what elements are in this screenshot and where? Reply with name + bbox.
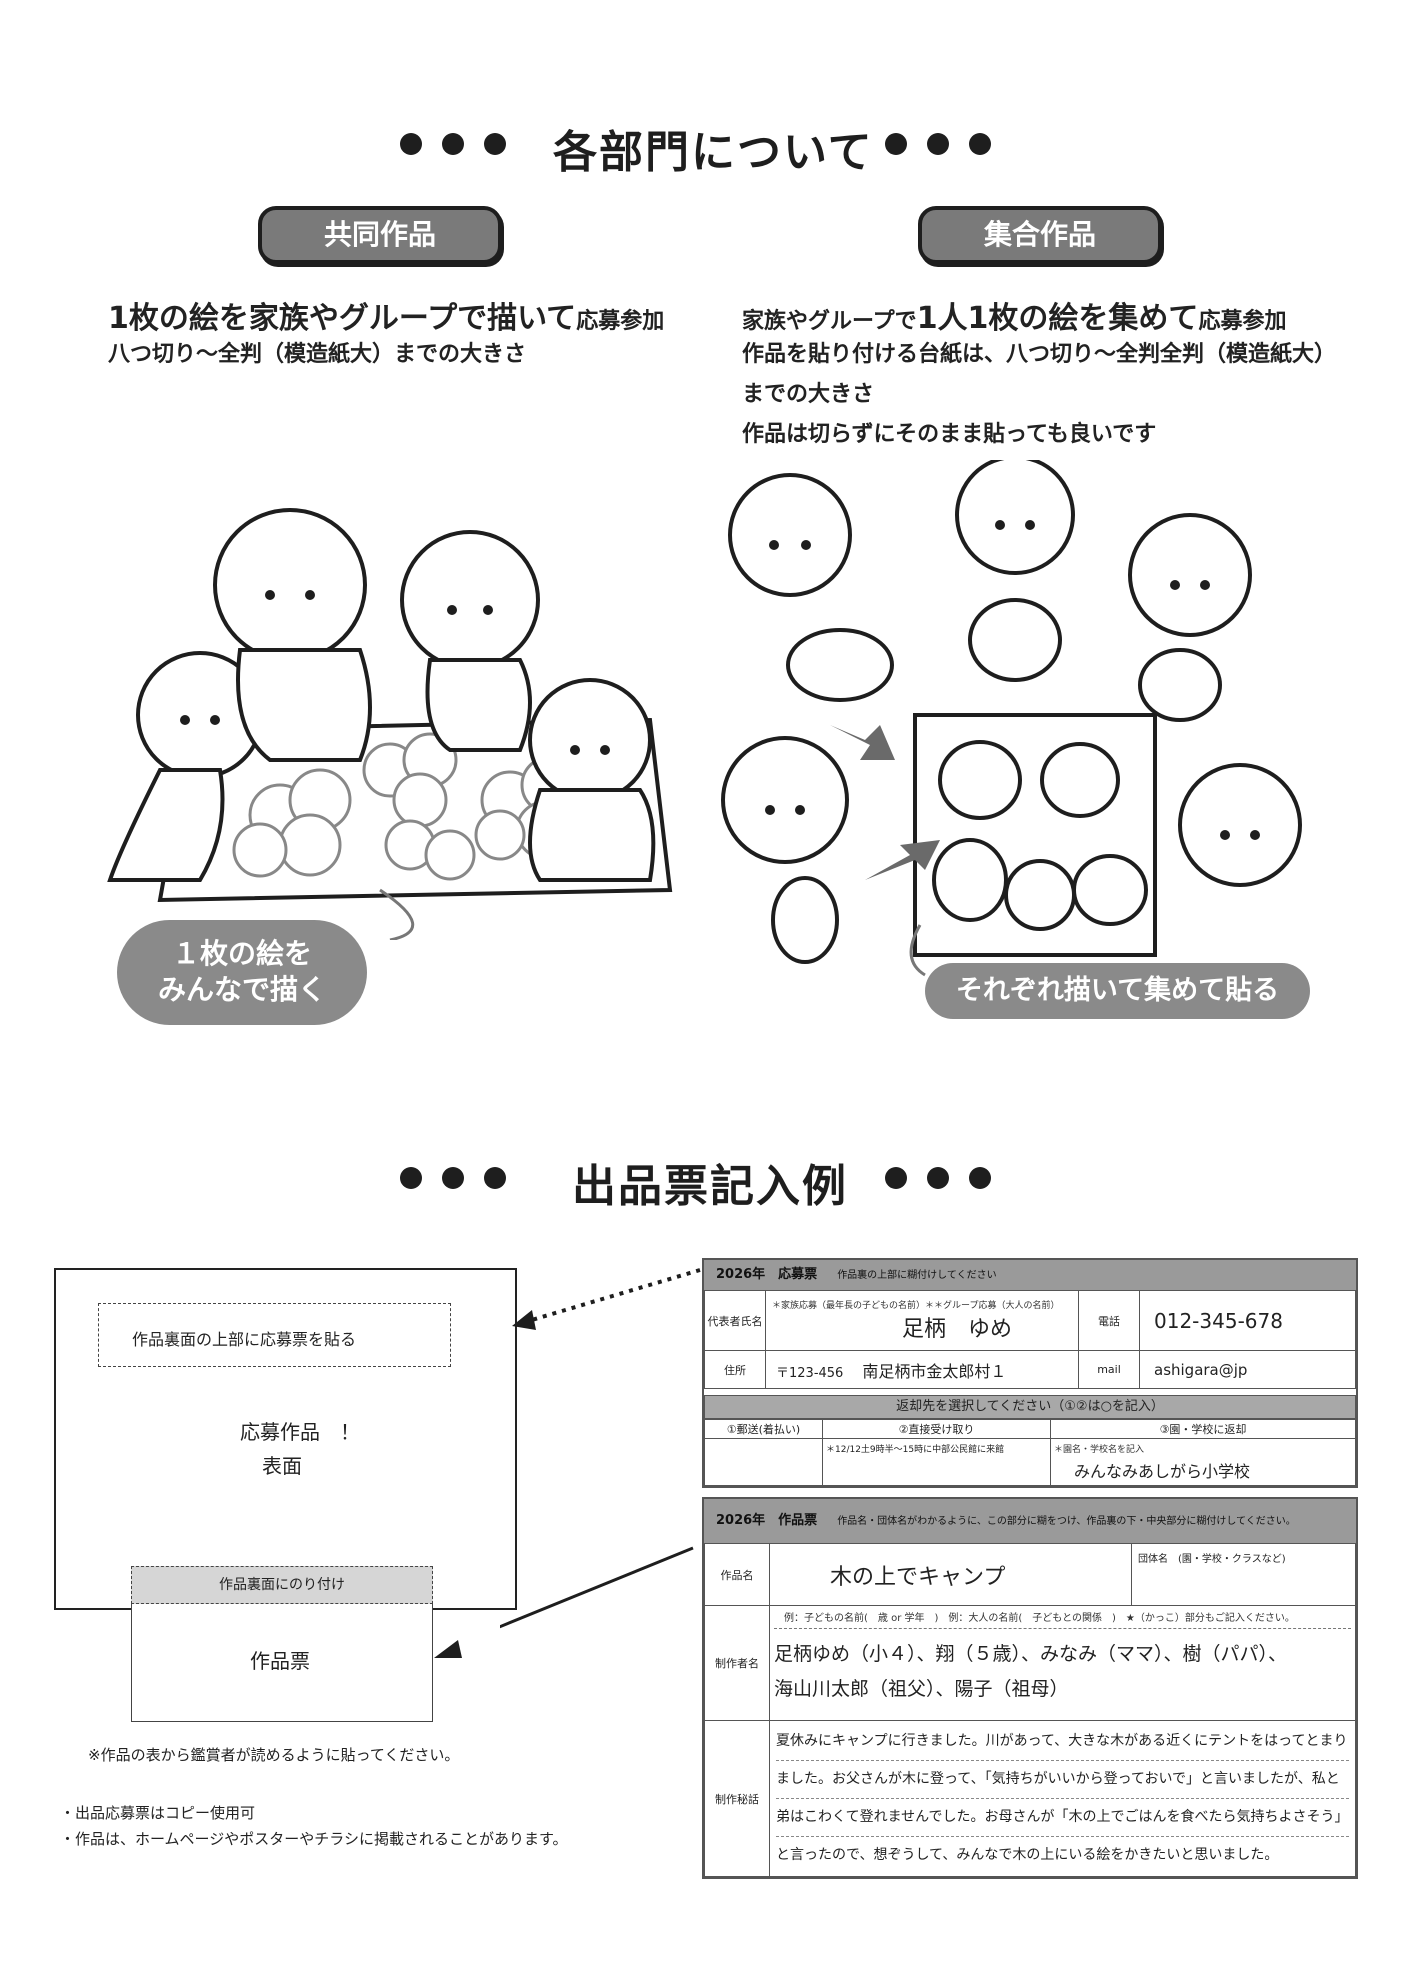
rep-name: 足柄 ゆめ <box>902 1317 1013 1342</box>
creators-line1: 足柄ゆめ（小４）、翔（５歳）、みなみ（ママ）、樹（パパ）、 <box>774 1643 1288 1665</box>
collective-lead: 家族やグループで1人1枚の絵を集めて応募参加 <box>742 293 1286 337</box>
title-dots-left-2 <box>390 1167 516 1193</box>
story-line: と言ったので、想ぞうして、みんなで木の上にいる絵をかきたいと思いました。 <box>776 1847 1279 1863</box>
ticket-label: 作品票 <box>250 1649 310 1673</box>
section-title-entry-example: 出品票記入例 <box>572 1161 848 1212</box>
mail-value: ashigara@jp <box>1139 1350 1356 1389</box>
diagram-arrows <box>500 1268 701 1629</box>
collective-lead-main: 1人1枚の絵を集めて <box>916 301 1199 336</box>
return-opt1-cell <box>704 1438 823 1486</box>
joint-caption-line1: １枚の絵を <box>171 937 312 970</box>
collective-lead-pre: 家族やグループで <box>742 309 917 334</box>
title-dots-right-2 <box>875 1167 1001 1193</box>
entry-form-table: 代表者氏名 ＊家族応募（最年長の子どもの名前）＊＊グループ応募（大人の名前） 足… <box>704 1290 1356 1389</box>
collective-illustration <box>721 460 1302 977</box>
return-opt2-note: ＊12/12土9時半〜15時に中部公民館に来館 <box>822 1438 1051 1486</box>
school-name: みんなみあしがら小学校 <box>1074 1462 1251 1481</box>
work-form-header-note: 作品名・団体名がわかるように、この部分に糊をつけ、作品裏の下・中央部分に糊付けし… <box>837 1516 1296 1527</box>
address-cell: 〒123-456 南足柄市金太郎村１ <box>765 1350 1079 1389</box>
group-label: 団体名 (園・学校・クラスなど) <box>1131 1543 1356 1606</box>
story-line: 夏休みにキャンプに行きました。川があって、大きな木がある近くにテントをはってとま… <box>776 1723 1349 1761</box>
title-dots-left <box>390 133 516 159</box>
story-cell: 夏休みにキャンプに行きました。川があって、大きな木がある近くにテントをはってとま… <box>769 1720 1356 1877</box>
collective-work-badge: 集合作品 <box>918 206 1162 264</box>
joint-work-badge: 共同作品 <box>258 206 502 264</box>
work-form-table: 作品名 木の上でキャンプ 団体名 (園・学校・クラスなど) 制作者名 例：子ども… <box>704 1543 1356 1877</box>
return-opt3: ③園・学校に返却 <box>1050 1419 1356 1439</box>
ticket-arrow-head <box>434 1640 462 1658</box>
joint-caption-line2: みんなで描く <box>157 973 326 1006</box>
collective-line4: 作品は切らずにそのまま貼っても良いです <box>742 422 1157 447</box>
story-line: 弟はこわくて登れませんでした。お母さんが「木の上でごはんを食べたら気持ちよさそう… <box>776 1799 1349 1837</box>
title-label: 作品名 <box>704 1543 770 1606</box>
joint-lead-small: 応募参加 <box>576 309 665 334</box>
address-value: 南足柄市金太郎村１ <box>862 1361 1007 1381</box>
artwork-front-line1: 応募作品 ！ <box>240 1420 360 1444</box>
title-dots-right <box>875 133 1001 159</box>
entry-form: 2026年 応募票 作品裏の上部に糊付けしてください 代表者氏名 ＊家族応募（最年… <box>702 1258 1358 1488</box>
glue-area: 作品裏面にのり付け <box>131 1566 433 1604</box>
caution-text: ※作品の表から鑑賞者が読めるように貼ってください。 <box>88 1746 460 1764</box>
mail-label: mail <box>1078 1350 1140 1389</box>
entry-form-header-note: 作品裏の上部に糊付けしてください <box>837 1270 997 1281</box>
creator-note: 例：子どもの名前( 歳 or 学年 ) 例：大人の名前( 子どもとの関係 ) ★… <box>774 1609 1351 1629</box>
entry-form-title: 2026年 応募票 <box>716 1267 818 1282</box>
collective-lead-small: 応募参加 <box>1198 309 1287 334</box>
creators-line2: 海山川太郎（祖父）、陽子（祖母） <box>774 1678 1069 1700</box>
return-opt1: ①郵送(着払い) <box>704 1419 823 1439</box>
work-form: 2026年 作品票 作品名・団体名がわかるように、この部分に糊をつけ、作品裏の下・… <box>702 1497 1358 1879</box>
section-title-departments: 各部門について <box>553 127 874 178</box>
work-form-header: 2026年 作品票 作品名・団体名がわかるように、この部分に糊をつけ、作品裏の下・… <box>704 1499 1356 1543</box>
rep-name-cell: ＊家族応募（最年長の子どもの名前）＊＊グループ応募（大人の名前） 足柄 ゆめ <box>765 1290 1079 1351</box>
collective-size-text: 作品を貼り付ける台紙は、八つ切り〜全判全判（模造紙大） までの大きさ 作品は切ら… <box>742 335 1336 455</box>
title-value: 木の上でキャンプ <box>769 1543 1132 1606</box>
story-label: 制作秘話 <box>704 1720 770 1877</box>
rep-label: 代表者氏名 <box>704 1290 766 1351</box>
work-form-title: 2026年 作品票 <box>716 1513 818 1528</box>
creator-cell: 例：子どもの名前( 歳 or 学年 ) 例：大人の名前( 子どもとの関係 ) ★… <box>769 1605 1356 1721</box>
tel-value: 012-345-678 <box>1139 1290 1356 1351</box>
collective-line2: 作品を貼り付ける台紙は、八つ切り〜全判全判（模造紙大） <box>742 342 1337 367</box>
artwork-front-label: 応募作品 ！ 表面 <box>240 1415 360 1483</box>
note-item: ・出品応募票はコピー使用可 <box>60 1804 256 1822</box>
joint-size-text: 八つ切り〜全判（模造紙大）までの大きさ <box>108 342 527 367</box>
joint-lead: 1枚の絵を家族やグループで描いて応募参加 <box>108 293 664 337</box>
joint-lead-main: 1枚の絵を家族やグループで描いて <box>108 301 577 336</box>
paste-area-box <box>98 1303 451 1367</box>
collective-line3: までの大きさ <box>742 382 875 407</box>
postal-code: 〒123-456 <box>776 1365 844 1381</box>
joint-caption-bubble: １枚の絵を みんなで描く <box>117 920 367 1025</box>
artwork-front-line2: 表面 <box>262 1454 302 1478</box>
return-title: 返却先を選択してください（①②は○を記入） <box>704 1395 1356 1419</box>
paste-area-label: 作品裏面の上部に応募票を貼る <box>132 1330 357 1349</box>
note-item: ・作品は、ホームページやポスターやチラシに掲載されることがあります。 <box>60 1830 568 1848</box>
rep-note: ＊家族応募（最年長の子どもの名前）＊＊グループ応募（大人の名前） <box>772 1301 1060 1311</box>
entry-form-header: 2026年 応募票 作品裏の上部に糊付けしてください <box>704 1260 1356 1290</box>
tel-label: 電話 <box>1078 1290 1140 1351</box>
notes-list: ・出品応募票はコピー使用可 ・作品は、ホームページやポスターやチラシに掲載される… <box>60 1800 567 1852</box>
return-opt3-cell: ＊園名・学校名を記入 みんなみあしがら小学校 <box>1050 1438 1356 1486</box>
address-label: 住所 <box>704 1350 766 1389</box>
return-opt3-note: ＊園名・学校名を記入 <box>1054 1445 1145 1455</box>
collective-caption-bubble: それぞれ描いて集めて貼る <box>925 963 1310 1019</box>
creator-label: 制作者名 <box>704 1605 770 1721</box>
joint-illustration <box>107 508 673 940</box>
return-opt2: ②直接受け取り <box>822 1419 1051 1439</box>
return-options: ①郵送(着払い) ②直接受け取り ③園・学校に返却 ＊12/12土9時半〜15時… <box>704 1419 1356 1486</box>
story-line: ました。お父さんが木に登って、「気持ちがいいから登っておいで」と言いましたが、私… <box>776 1761 1349 1799</box>
